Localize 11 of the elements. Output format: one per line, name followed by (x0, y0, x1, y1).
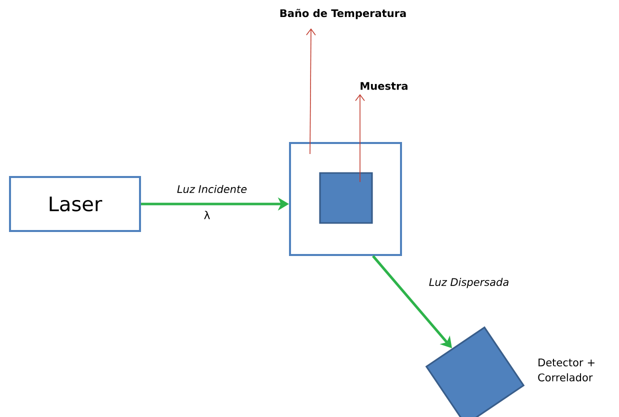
laser-box: Laser (9, 176, 141, 232)
edge-label: Luz Incidente (177, 184, 247, 194)
edge-label: Luz Dispersada (429, 278, 508, 288)
arrow (355, 94, 365, 182)
sample-holder-box (289, 142, 402, 256)
sample-label: Muestra (360, 82, 408, 90)
wavelength-symbol: λ (204, 210, 210, 220)
detector-caption: Detector + Correlador (538, 358, 594, 382)
bath-label: Baño de Temperatura (280, 8, 406, 20)
sample-square (319, 172, 373, 224)
arrow (306, 28, 316, 154)
